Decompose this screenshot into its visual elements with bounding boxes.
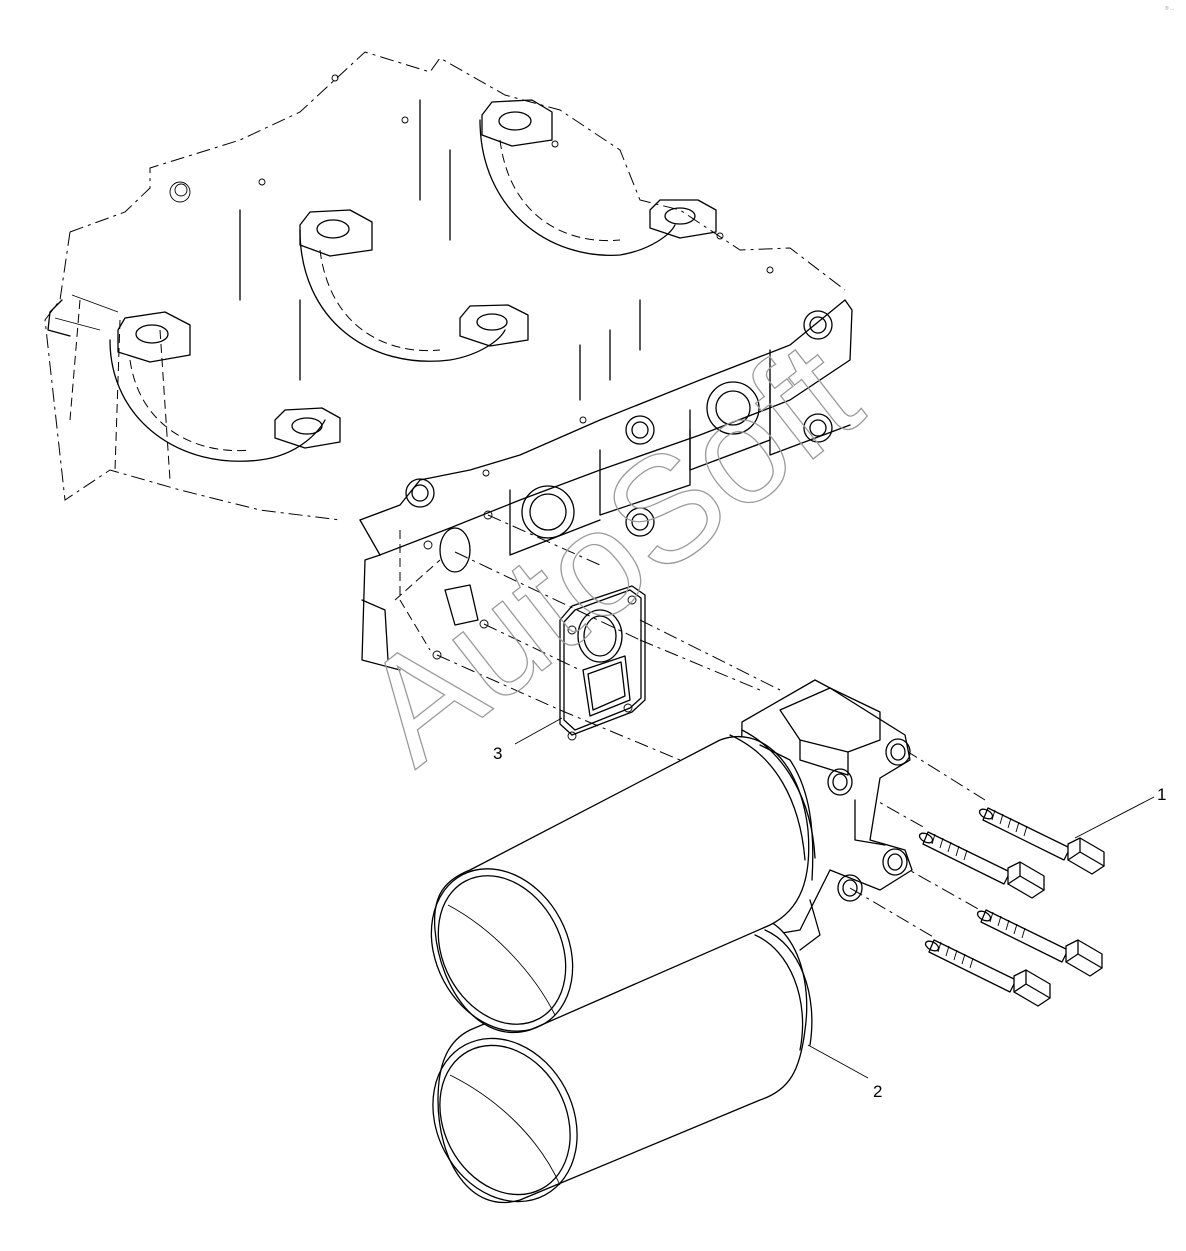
corner-mark: ® ... — [1165, 5, 1174, 12]
oil-filter-lower — [432, 915, 813, 1203]
bolt-4 — [924, 939, 1051, 1007]
callout-leaders — [514, 717, 1155, 1079]
bolt-2 — [918, 831, 1045, 899]
gasket — [559, 585, 646, 741]
callout-3: 3 — [493, 744, 502, 763]
callout-1: 1 — [1157, 785, 1166, 804]
callout-2: 2 — [873, 1082, 882, 1101]
bolt-3 — [976, 909, 1103, 977]
engine-block — [44, 51, 853, 671]
oil-filter-upper — [430, 729, 816, 1033]
bolt-1 — [978, 807, 1105, 875]
